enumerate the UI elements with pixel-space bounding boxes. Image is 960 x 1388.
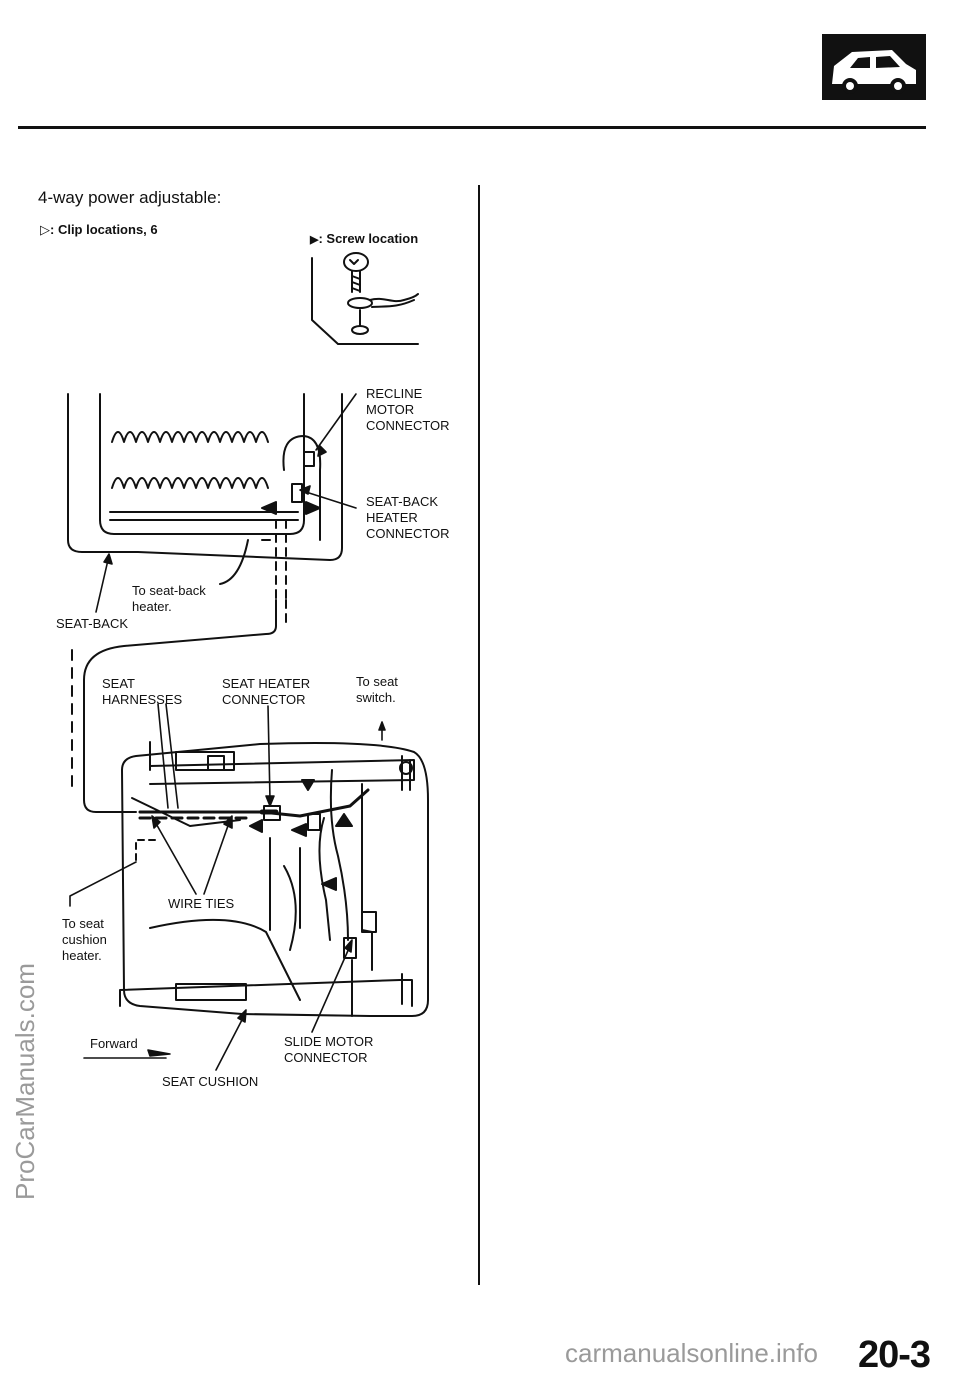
seat-back-label: SEAT-BACK: [56, 616, 129, 631]
screw-legend: ▶: Screw location: [310, 231, 418, 246]
seat-harnesses-label: SEAT HARNESSES: [102, 676, 183, 707]
column-divider: [478, 185, 480, 1285]
seat-cushion-frame: [119, 741, 429, 1017]
screw-triangle-icon: ▶: [310, 234, 319, 246]
watermark-left: ProCarManuals.com: [10, 963, 40, 1200]
callout-leaders: [69, 393, 386, 1071]
watermark-bottom: carmanualsonline.info: [565, 1338, 818, 1368]
section-title: 4-way power adjustable:: [38, 188, 222, 207]
recline-motor-connector-label: RECLINE MOTOR CONNECTOR: [366, 386, 450, 433]
to-seat-cushion-heater-label: To seat cushion heater.: [62, 916, 107, 963]
seat-back-frame: [67, 393, 343, 813]
seat-heater-connector-label: SEAT HEATER CONNECTOR: [222, 676, 311, 707]
seat-back-heater-connector-label: SEAT-BACK HEATER CONNECTOR: [366, 494, 450, 541]
to-seat-switch-label: To seat switch.: [356, 674, 398, 705]
clip-legend-text: : Clip locations, 6: [50, 222, 158, 237]
screw-detail: [311, 252, 419, 345]
screw-legend-text: : Screw location: [318, 231, 419, 246]
slide-motor-connector-label: SLIDE MOTOR CONNECTOR: [284, 1034, 374, 1065]
seat-cushion-label: SEAT CUSHION: [162, 1074, 259, 1089]
to-seat-back-heater-label: To seat-back heater.: [132, 583, 206, 614]
header-rule: [18, 126, 926, 129]
car-silhouette-icon: [822, 34, 926, 100]
clip-triangle-icon: ▷: [40, 222, 50, 237]
forward-label: Forward: [90, 1036, 138, 1051]
page-number: 20-3: [858, 1334, 931, 1376]
clip-legend: ▷: Clip locations, 6: [40, 222, 158, 238]
wire-ties-label: WIRE TIES: [168, 896, 235, 911]
